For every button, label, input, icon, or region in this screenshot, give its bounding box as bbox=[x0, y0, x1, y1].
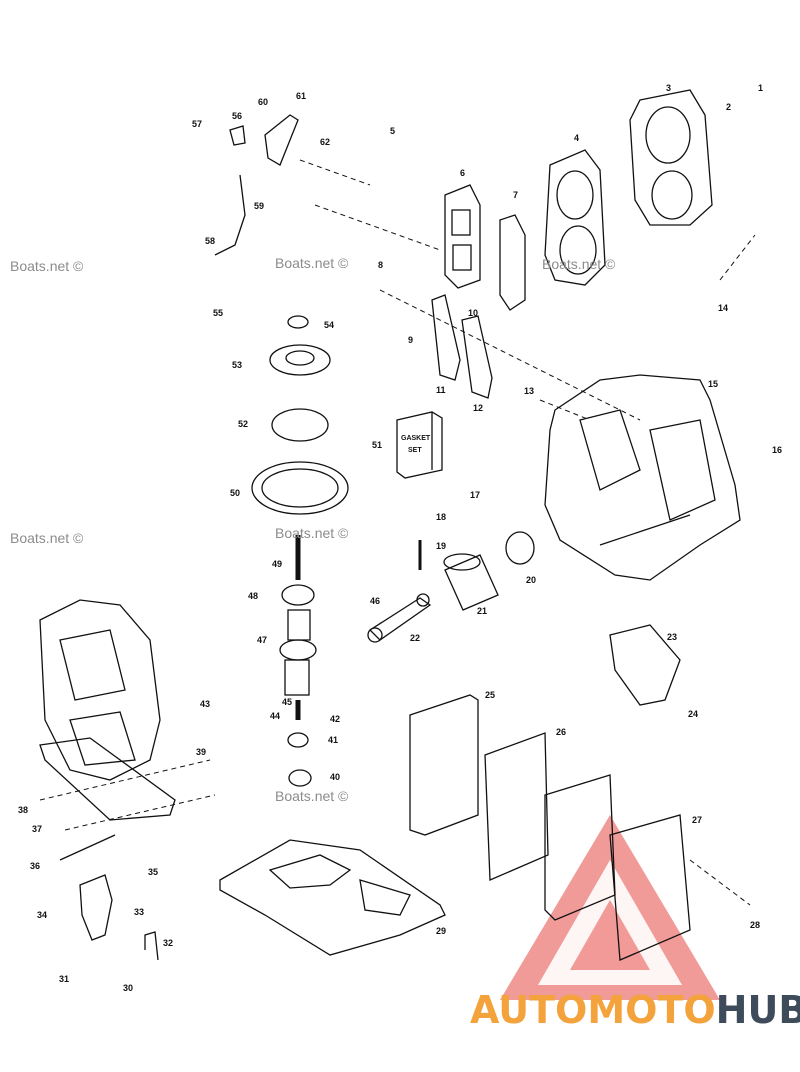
part-label: 5 bbox=[390, 126, 395, 136]
reed-plates bbox=[431, 294, 493, 399]
cylinder-head-cover bbox=[629, 89, 713, 226]
part-label: 58 bbox=[205, 236, 215, 246]
part-label: 42 bbox=[330, 714, 340, 724]
automotohub-logo: AUTOMOTOHUB bbox=[470, 988, 800, 1032]
part-label: 6 bbox=[460, 168, 465, 178]
part-label: 59 bbox=[254, 201, 264, 211]
watermark-text: Boats.net © bbox=[10, 258, 84, 274]
logo-part1: AUTOMOTO bbox=[470, 988, 716, 1032]
watermark-text: Boats.net © bbox=[275, 525, 349, 541]
part-label: 35 bbox=[148, 867, 158, 877]
crankcase-block-right bbox=[544, 374, 741, 581]
cover-gasket bbox=[499, 214, 526, 311]
part-label: 57 bbox=[192, 119, 202, 129]
watermark-text: Boats.net © bbox=[275, 255, 349, 271]
part-label: 62 bbox=[320, 137, 330, 147]
part-label: 11 bbox=[436, 385, 446, 395]
part-label: 13 bbox=[524, 386, 534, 396]
part-label: 39 bbox=[196, 747, 206, 757]
part-label: 38 bbox=[18, 805, 28, 815]
part-label: 56 bbox=[232, 111, 242, 121]
part-label: 17 bbox=[470, 490, 480, 500]
transfer-port-cover bbox=[444, 184, 481, 289]
part-label: 40 bbox=[330, 772, 340, 782]
part-label: 21 bbox=[477, 606, 487, 616]
part-label: 43 bbox=[200, 699, 210, 709]
head-gasket bbox=[544, 149, 606, 286]
part-label: 34 bbox=[37, 910, 47, 920]
part-label: 27 bbox=[692, 815, 702, 825]
part-label: 22 bbox=[410, 633, 420, 643]
part-label: 41 bbox=[328, 735, 338, 745]
part-label: 30 bbox=[123, 983, 133, 993]
part-label: 25 bbox=[485, 690, 495, 700]
part-label: 55 bbox=[213, 308, 223, 318]
part-label: 54 bbox=[324, 320, 334, 330]
watermark-text: Boats.net © bbox=[542, 256, 616, 272]
part-label: 50 bbox=[230, 488, 240, 498]
part-label: 61 bbox=[296, 91, 306, 101]
part-label: 46 bbox=[370, 596, 380, 606]
part-label: 60 bbox=[258, 97, 268, 107]
part-label: 48 bbox=[248, 591, 258, 601]
part-label: 28 bbox=[750, 920, 760, 930]
piston-and-rod bbox=[367, 531, 535, 643]
gasket-set-box bbox=[396, 411, 443, 479]
part-label: 9 bbox=[408, 335, 413, 345]
part-label: 7 bbox=[513, 190, 518, 200]
bearing-plates bbox=[251, 315, 349, 515]
part-labels: 1 2 3 4 5 6 7 8 9 10 11 12 13 14 15 16 1… bbox=[18, 83, 782, 993]
adapter-gasket bbox=[219, 839, 446, 956]
part-label: 31 bbox=[59, 974, 69, 984]
part-label: 14 bbox=[718, 303, 728, 313]
part-label: 32 bbox=[163, 938, 173, 948]
part-label: 52 bbox=[238, 419, 248, 429]
throttle-linkage bbox=[59, 834, 159, 961]
part-label: 53 bbox=[232, 360, 242, 370]
logo-part2: HUB bbox=[715, 988, 800, 1032]
part-label: 33 bbox=[134, 907, 144, 917]
part-label: 51 bbox=[372, 440, 382, 450]
part-label: 37 bbox=[32, 824, 42, 834]
gasket-set-line1: GASKET bbox=[401, 435, 431, 442]
gasket-set-line2: SET bbox=[408, 447, 422, 454]
crankcase-block-left bbox=[39, 599, 176, 821]
part-label: 26 bbox=[556, 727, 566, 737]
gasket-set-box-text: GASKET SET bbox=[401, 435, 431, 454]
part-label: 36 bbox=[30, 861, 40, 871]
watermark-text: Boats.net © bbox=[10, 530, 84, 546]
part-label: 49 bbox=[272, 559, 282, 569]
spark-linkage bbox=[214, 114, 299, 256]
watermark-triangle bbox=[500, 815, 720, 1000]
part-label: 47 bbox=[257, 635, 267, 645]
part-label: 10 bbox=[468, 308, 478, 318]
part-label: 2 bbox=[726, 102, 731, 112]
part-label: 12 bbox=[473, 403, 483, 413]
part-label: 4 bbox=[574, 133, 579, 143]
part-label: 45 bbox=[282, 697, 292, 707]
part-label: 44 bbox=[270, 711, 280, 721]
watermark-text: Boats.net © bbox=[275, 788, 349, 804]
part-label: 18 bbox=[436, 512, 446, 522]
part-label: 15 bbox=[708, 379, 718, 389]
part-label: 19 bbox=[436, 541, 446, 551]
part-label: 24 bbox=[688, 709, 698, 719]
exhaust-cover bbox=[609, 624, 681, 706]
part-label: 29 bbox=[436, 926, 446, 936]
part-label: 16 bbox=[772, 445, 782, 455]
leader-lines bbox=[39, 159, 756, 906]
part-label: 3 bbox=[666, 83, 671, 93]
part-label: 23 bbox=[667, 632, 677, 642]
part-label: 1 bbox=[758, 83, 763, 93]
exhaust-plates bbox=[409, 694, 691, 961]
part-label: 20 bbox=[526, 575, 536, 585]
crankshaft bbox=[279, 535, 317, 787]
part-label: 8 bbox=[378, 260, 383, 270]
